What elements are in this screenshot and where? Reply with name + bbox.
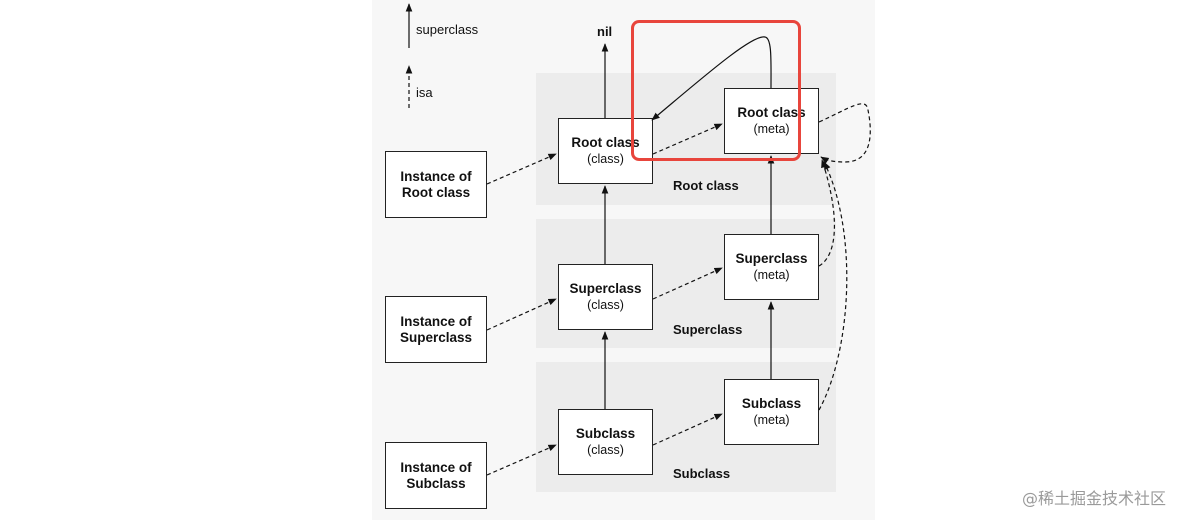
root-class-title: Root class [571,135,640,150]
nil-label: nil [597,24,613,39]
instance-sub-line2: Subclass [406,475,466,491]
instance-super-line2: Superclass [399,329,473,345]
legend-superclass-label: superclass [416,22,479,37]
highlight-box [631,20,801,161]
subclass-meta-title: Subclass [741,396,802,411]
instance-subclass-box: Instance of Subclass [385,442,487,509]
superclass-class-sub: (class) [587,298,624,312]
root-meta-self-isa-arrow [818,103,871,164]
band-label-root-class: Root class [673,178,739,193]
instance-root-class-box: Instance of Root class [385,151,487,218]
superclass-class-box: Superclass (class) [558,264,653,330]
superclass-class-isa-arrow [652,267,723,300]
legend-isa-label: isa [416,85,433,100]
superclass-meta-box: Superclass (meta) [724,234,819,300]
root-class-box: Root class (class) [558,118,653,184]
subclass-class-sub: (class) [587,443,624,457]
superclass-meta-sub: (meta) [753,268,790,282]
band-label-superclass: Superclass [673,322,743,337]
root-meta-box: Root class (meta) [724,88,819,154]
subclass-meta-isa-arrow [818,161,848,411]
subclass-meta-box: Subclass (meta) [724,379,819,445]
subclass-class-isa-arrow [652,413,723,446]
root-class-sub: (class) [587,152,624,166]
subclass-class-box: Subclass (class) [558,409,653,475]
root-meta-sub: (meta) [753,122,790,136]
instance-super-line1: Instance of [400,313,472,329]
instance-root-line1: Instance of [400,168,472,184]
instance-superclass-box: Instance of Superclass [385,296,487,363]
instance-root-isa-arrow [486,153,557,185]
instance-sub-isa-arrow [486,444,557,476]
instance-super-isa-arrow [486,298,557,331]
band-label-subclass: Subclass [673,466,731,481]
instance-sub-line1: Instance of [400,459,472,475]
root-meta-title: Root class [737,105,806,120]
subclass-meta-sub: (meta) [753,413,790,427]
root-class-isa-arrow [652,123,723,155]
instance-root-line2: Root class [401,184,471,200]
subclass-class-title: Subclass [575,426,636,441]
superclass-class-title: Superclass [569,281,642,296]
superclass-meta-isa-arrow [818,159,836,267]
watermark: @稀土掘金技术社区 [1022,489,1167,508]
root-meta-to-root-class-arrow [651,36,772,121]
superclass-meta-title: Superclass [735,251,808,266]
